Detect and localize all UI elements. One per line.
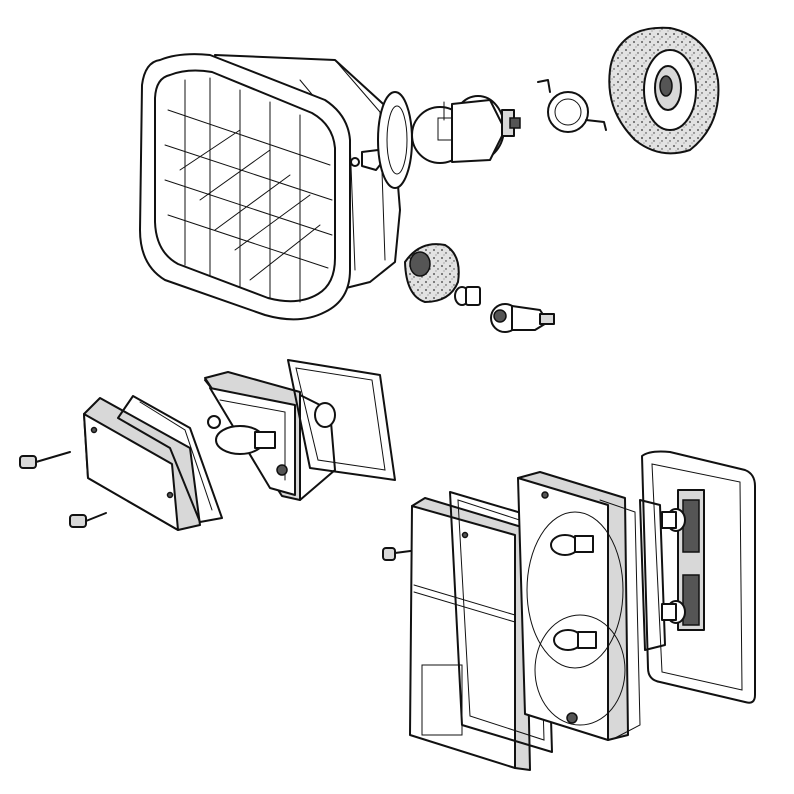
indicator-screw [69, 512, 107, 528]
rear-lamp-housing [517, 471, 641, 741]
indicator-lens [83, 397, 201, 531]
indicator-rear-seal [287, 359, 396, 481]
sidelight-grommet [403, 243, 460, 304]
sidelight-socket [490, 303, 555, 333]
sidelight-bulb [454, 286, 481, 306]
bulb-holder [411, 95, 521, 164]
indicator-housing [204, 371, 336, 501]
rear-lamp-seal [641, 450, 756, 704]
indicator-screw [19, 451, 71, 469]
retaining-clip [537, 79, 607, 133]
rear-lamp-gasket [449, 491, 553, 753]
headlamp-unit [139, 53, 413, 321]
bulb-holder-plate [639, 489, 705, 651]
rubber-dust-cover [608, 26, 720, 155]
indicator-gasket [117, 395, 223, 523]
rear-lamp-lens [409, 497, 531, 771]
